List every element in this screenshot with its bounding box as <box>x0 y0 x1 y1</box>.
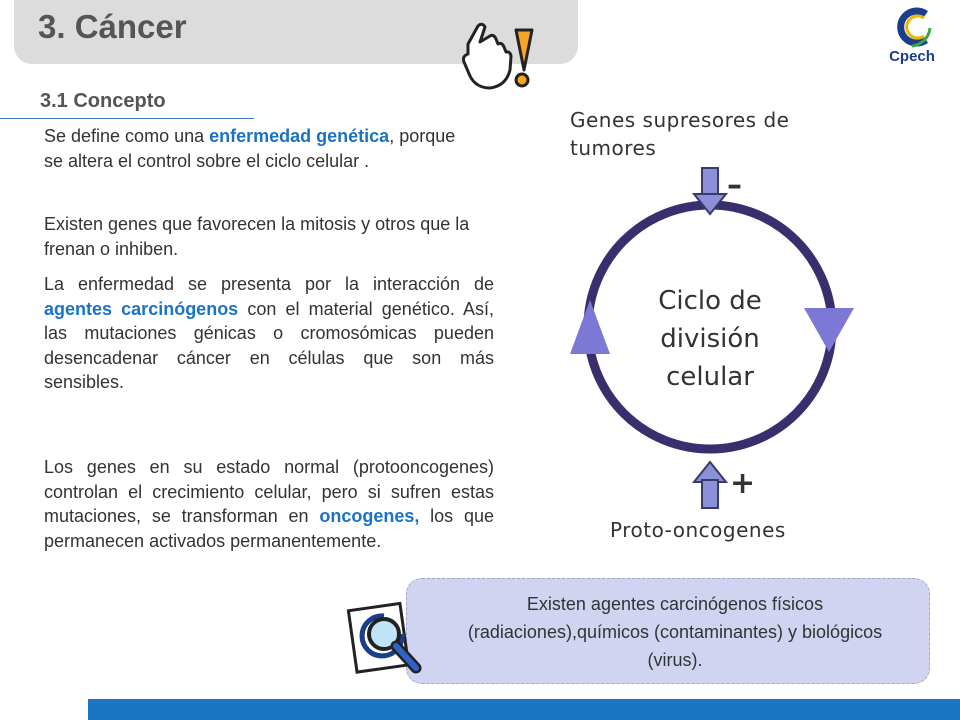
callout-text: Existen agentes carcinógenos físicos (ra… <box>467 594 883 670</box>
arrow-up-protooncogene <box>691 460 729 509</box>
cycle-label: Ciclo de división celular <box>658 286 762 392</box>
plus-sign: + <box>730 466 756 501</box>
highlight-agentes-carcinogenos: agentes carcinógenos <box>44 298 239 319</box>
bottom-bar <box>88 699 960 720</box>
highlight-enfermedad-genetica: enfermedad genética <box>209 126 390 146</box>
label-genes-supresores: Genes supresores de tumores <box>570 108 790 160</box>
pointing-hand-warning-icon <box>462 22 534 90</box>
paragraph-genes: Existen genes que favorecen la mitosis y… <box>44 214 470 259</box>
cycle-arrow-down-right <box>804 308 854 352</box>
logo-text: Cpech <box>889 48 935 65</box>
page-title: 3. Cáncer <box>38 8 187 45</box>
cpech-logo: Cpech <box>872 4 952 72</box>
cell-cycle-diagram <box>570 167 854 509</box>
minus-sign: – <box>727 168 742 203</box>
cycle-arrow-up-left <box>570 300 610 354</box>
section-subtitle: 3.1 Concepto <box>40 90 166 112</box>
callout-box <box>406 578 930 684</box>
paragraph-definition: Se define como una enfermedad genética, … <box>44 126 456 171</box>
arrow-down-suppressor <box>691 167 729 216</box>
magnifier-icon <box>346 601 422 674</box>
subtitle-underline <box>0 118 254 119</box>
highlight-oncogenes: oncogenes, <box>319 506 420 526</box>
paragraph-agentes: La enfermedad se presenta por la interac… <box>44 274 494 392</box>
label-proto-oncogenes: Proto-oncogenes <box>610 518 786 542</box>
paragraph-oncogenes: Los genes en su estado normal (protoonco… <box>44 457 495 551</box>
